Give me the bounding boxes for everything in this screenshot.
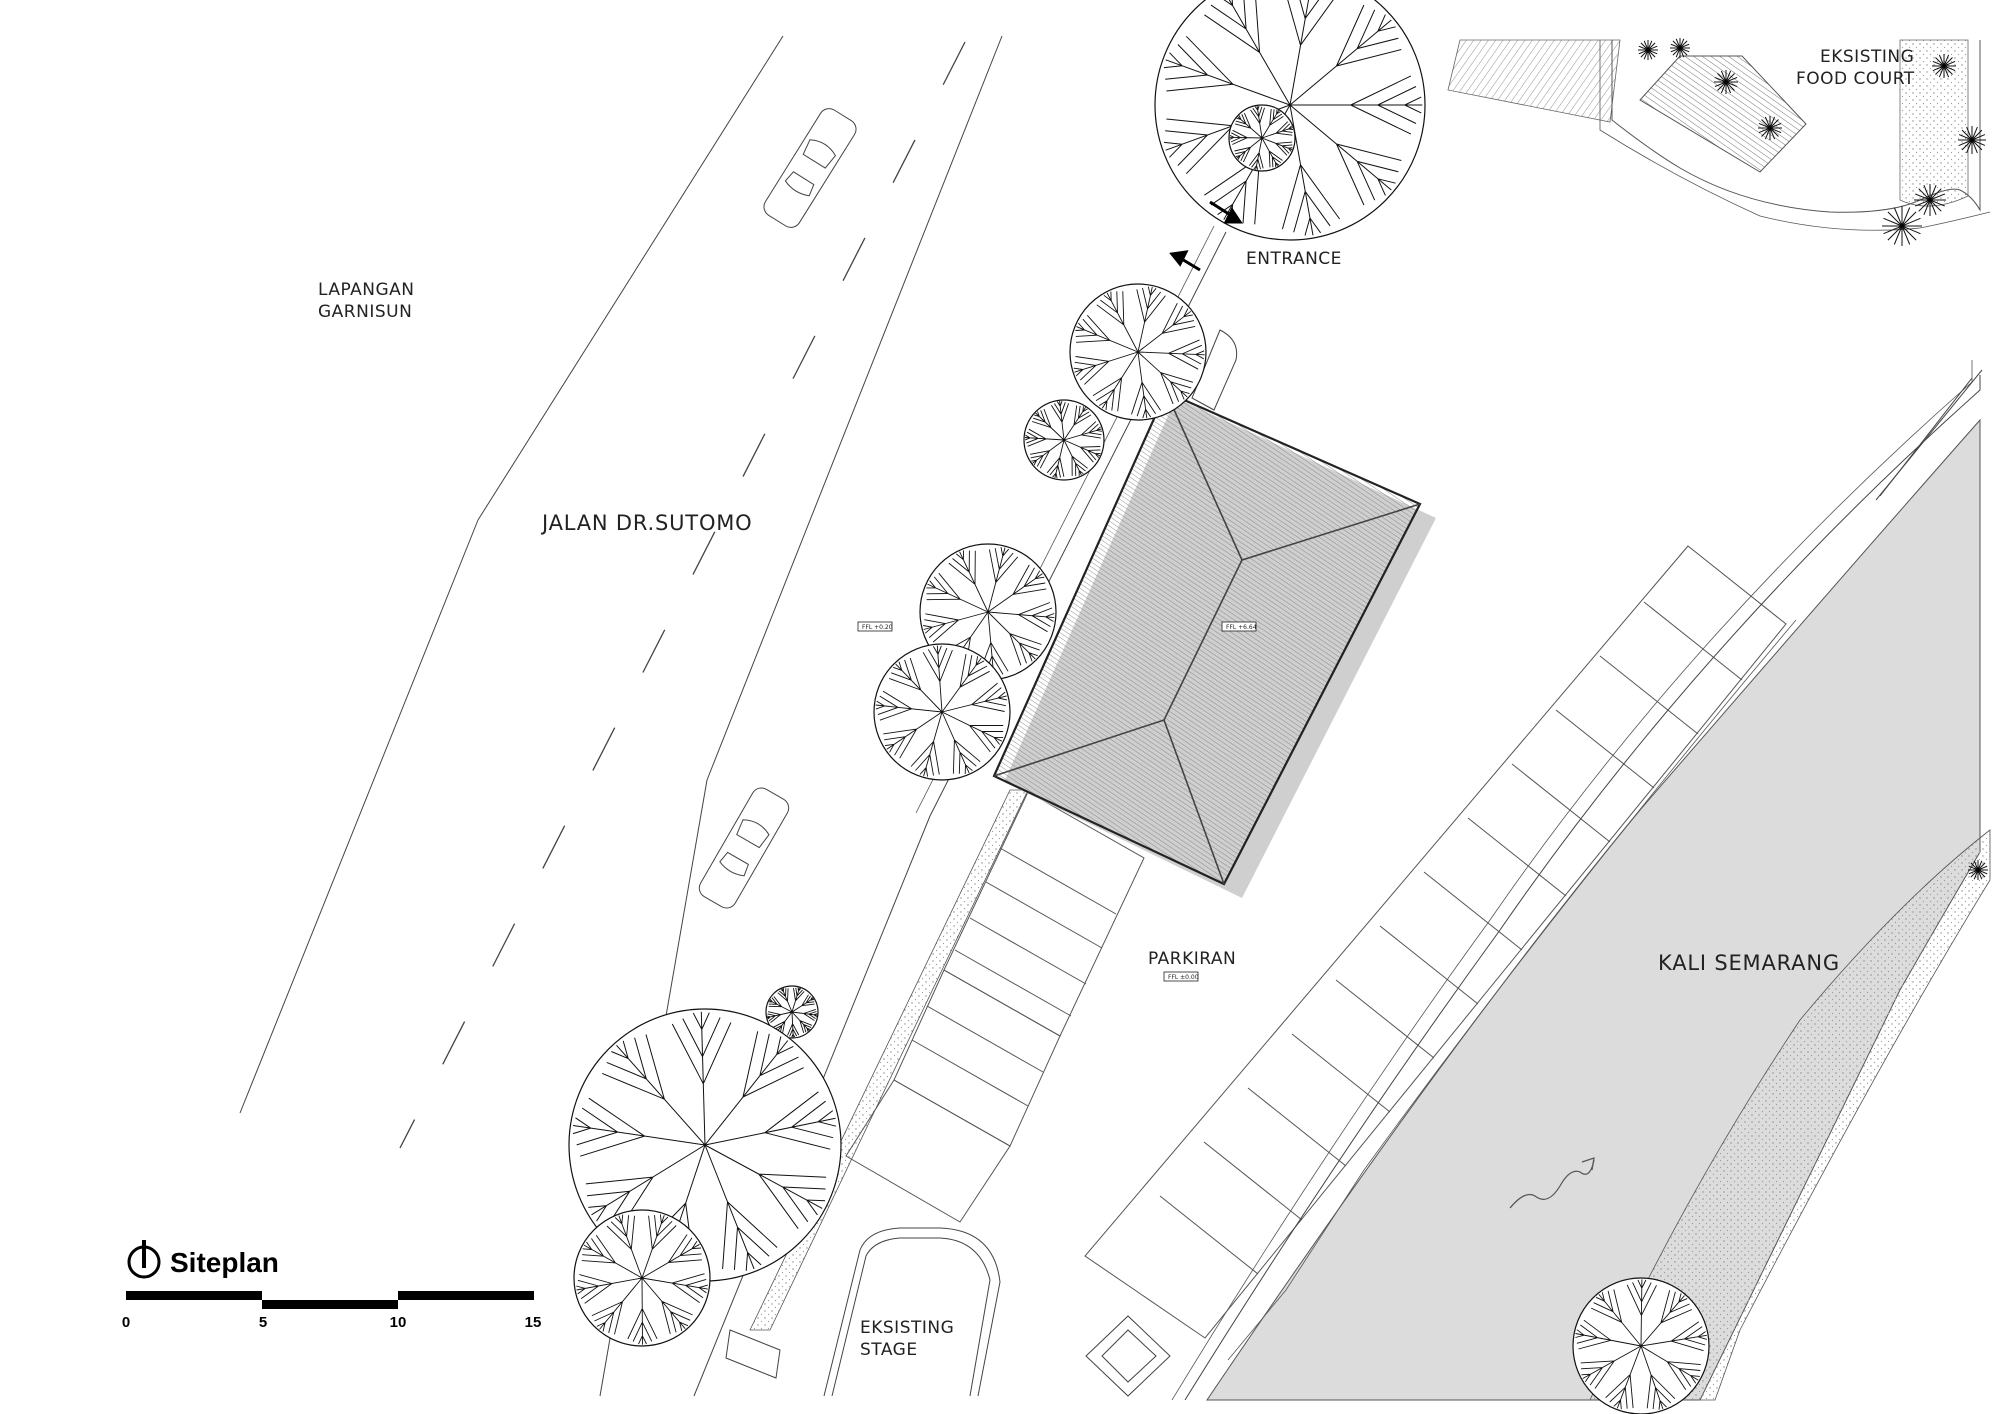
scale-tick-0: 0 bbox=[122, 1314, 130, 1331]
label-entrance: ENTRANCE bbox=[1246, 249, 1342, 269]
label-stage-2: STAGE bbox=[860, 1340, 918, 1360]
small-square bbox=[1085, 1315, 1171, 1397]
palm-icon bbox=[1670, 38, 1690, 58]
palm-icon bbox=[1958, 126, 1986, 154]
scale-bar: 0 5 10 15 bbox=[122, 1291, 542, 1331]
scale-tick-5: 5 bbox=[259, 1314, 267, 1331]
river bbox=[1171, 360, 1991, 1401]
drawing-title: Siteplan bbox=[170, 1247, 279, 1278]
parking-stalls-left bbox=[845, 791, 1145, 1223]
labels: LAPANGAN GARNISUN JALAN DR.SUTOMO ENTRAN… bbox=[318, 47, 1915, 1360]
label-food-court-1: EKSISTING bbox=[1820, 47, 1914, 67]
tree-icon bbox=[573, 1209, 711, 1347]
direction-arrow-icon bbox=[1169, 200, 1243, 272]
palm-icon bbox=[1882, 206, 1922, 246]
palms bbox=[1638, 38, 1988, 880]
level-tag-roof: FFL +6.64 bbox=[1226, 624, 1257, 631]
stage-area bbox=[725, 1227, 1001, 1397]
palm-icon bbox=[1914, 184, 1946, 216]
car-icon bbox=[698, 787, 790, 909]
label-parkiran: PARKIRAN bbox=[1148, 949, 1236, 969]
food-court-area bbox=[1447, 39, 1991, 231]
label-food-court-2: FOOD COURT bbox=[1796, 69, 1915, 89]
label-lapangan-2: GARNISUN bbox=[318, 302, 412, 322]
scale-tick-10: 10 bbox=[390, 1314, 407, 1331]
level-tags: FFL +0.20 FFL +6.64 FFL ±0.00 bbox=[857, 621, 1257, 982]
tree-icon bbox=[1069, 283, 1207, 421]
level-tag-parking: FFL ±0.00 bbox=[1168, 974, 1199, 981]
tree-icon bbox=[1023, 399, 1105, 481]
palm-icon bbox=[1758, 116, 1782, 140]
palm-icon bbox=[1932, 54, 1956, 78]
tree-icon bbox=[1572, 1277, 1710, 1414]
palm-icon bbox=[1714, 70, 1738, 94]
tree-icon bbox=[873, 643, 1011, 781]
car-icon bbox=[763, 108, 857, 228]
palm-icon bbox=[1968, 860, 1988, 880]
label-lapangan-1: LAPANGAN bbox=[318, 280, 415, 300]
trees bbox=[568, 0, 1710, 1414]
scale-tick-15: 15 bbox=[525, 1314, 542, 1331]
tree-icon bbox=[1228, 104, 1296, 172]
north-arrow-icon bbox=[127, 1240, 161, 1279]
level-tag-road: FFL +0.20 bbox=[862, 624, 893, 631]
palm-icon bbox=[1638, 40, 1658, 60]
parking-stalls-right bbox=[1084, 545, 1787, 1339]
label-kali: KALI SEMARANG bbox=[1658, 951, 1840, 975]
tree-icon bbox=[765, 985, 819, 1039]
label-jalan: JALAN DR.SUTOMO bbox=[540, 511, 753, 535]
building-roof bbox=[992, 390, 1436, 898]
label-stage-1: EKSISTING bbox=[860, 1318, 954, 1338]
